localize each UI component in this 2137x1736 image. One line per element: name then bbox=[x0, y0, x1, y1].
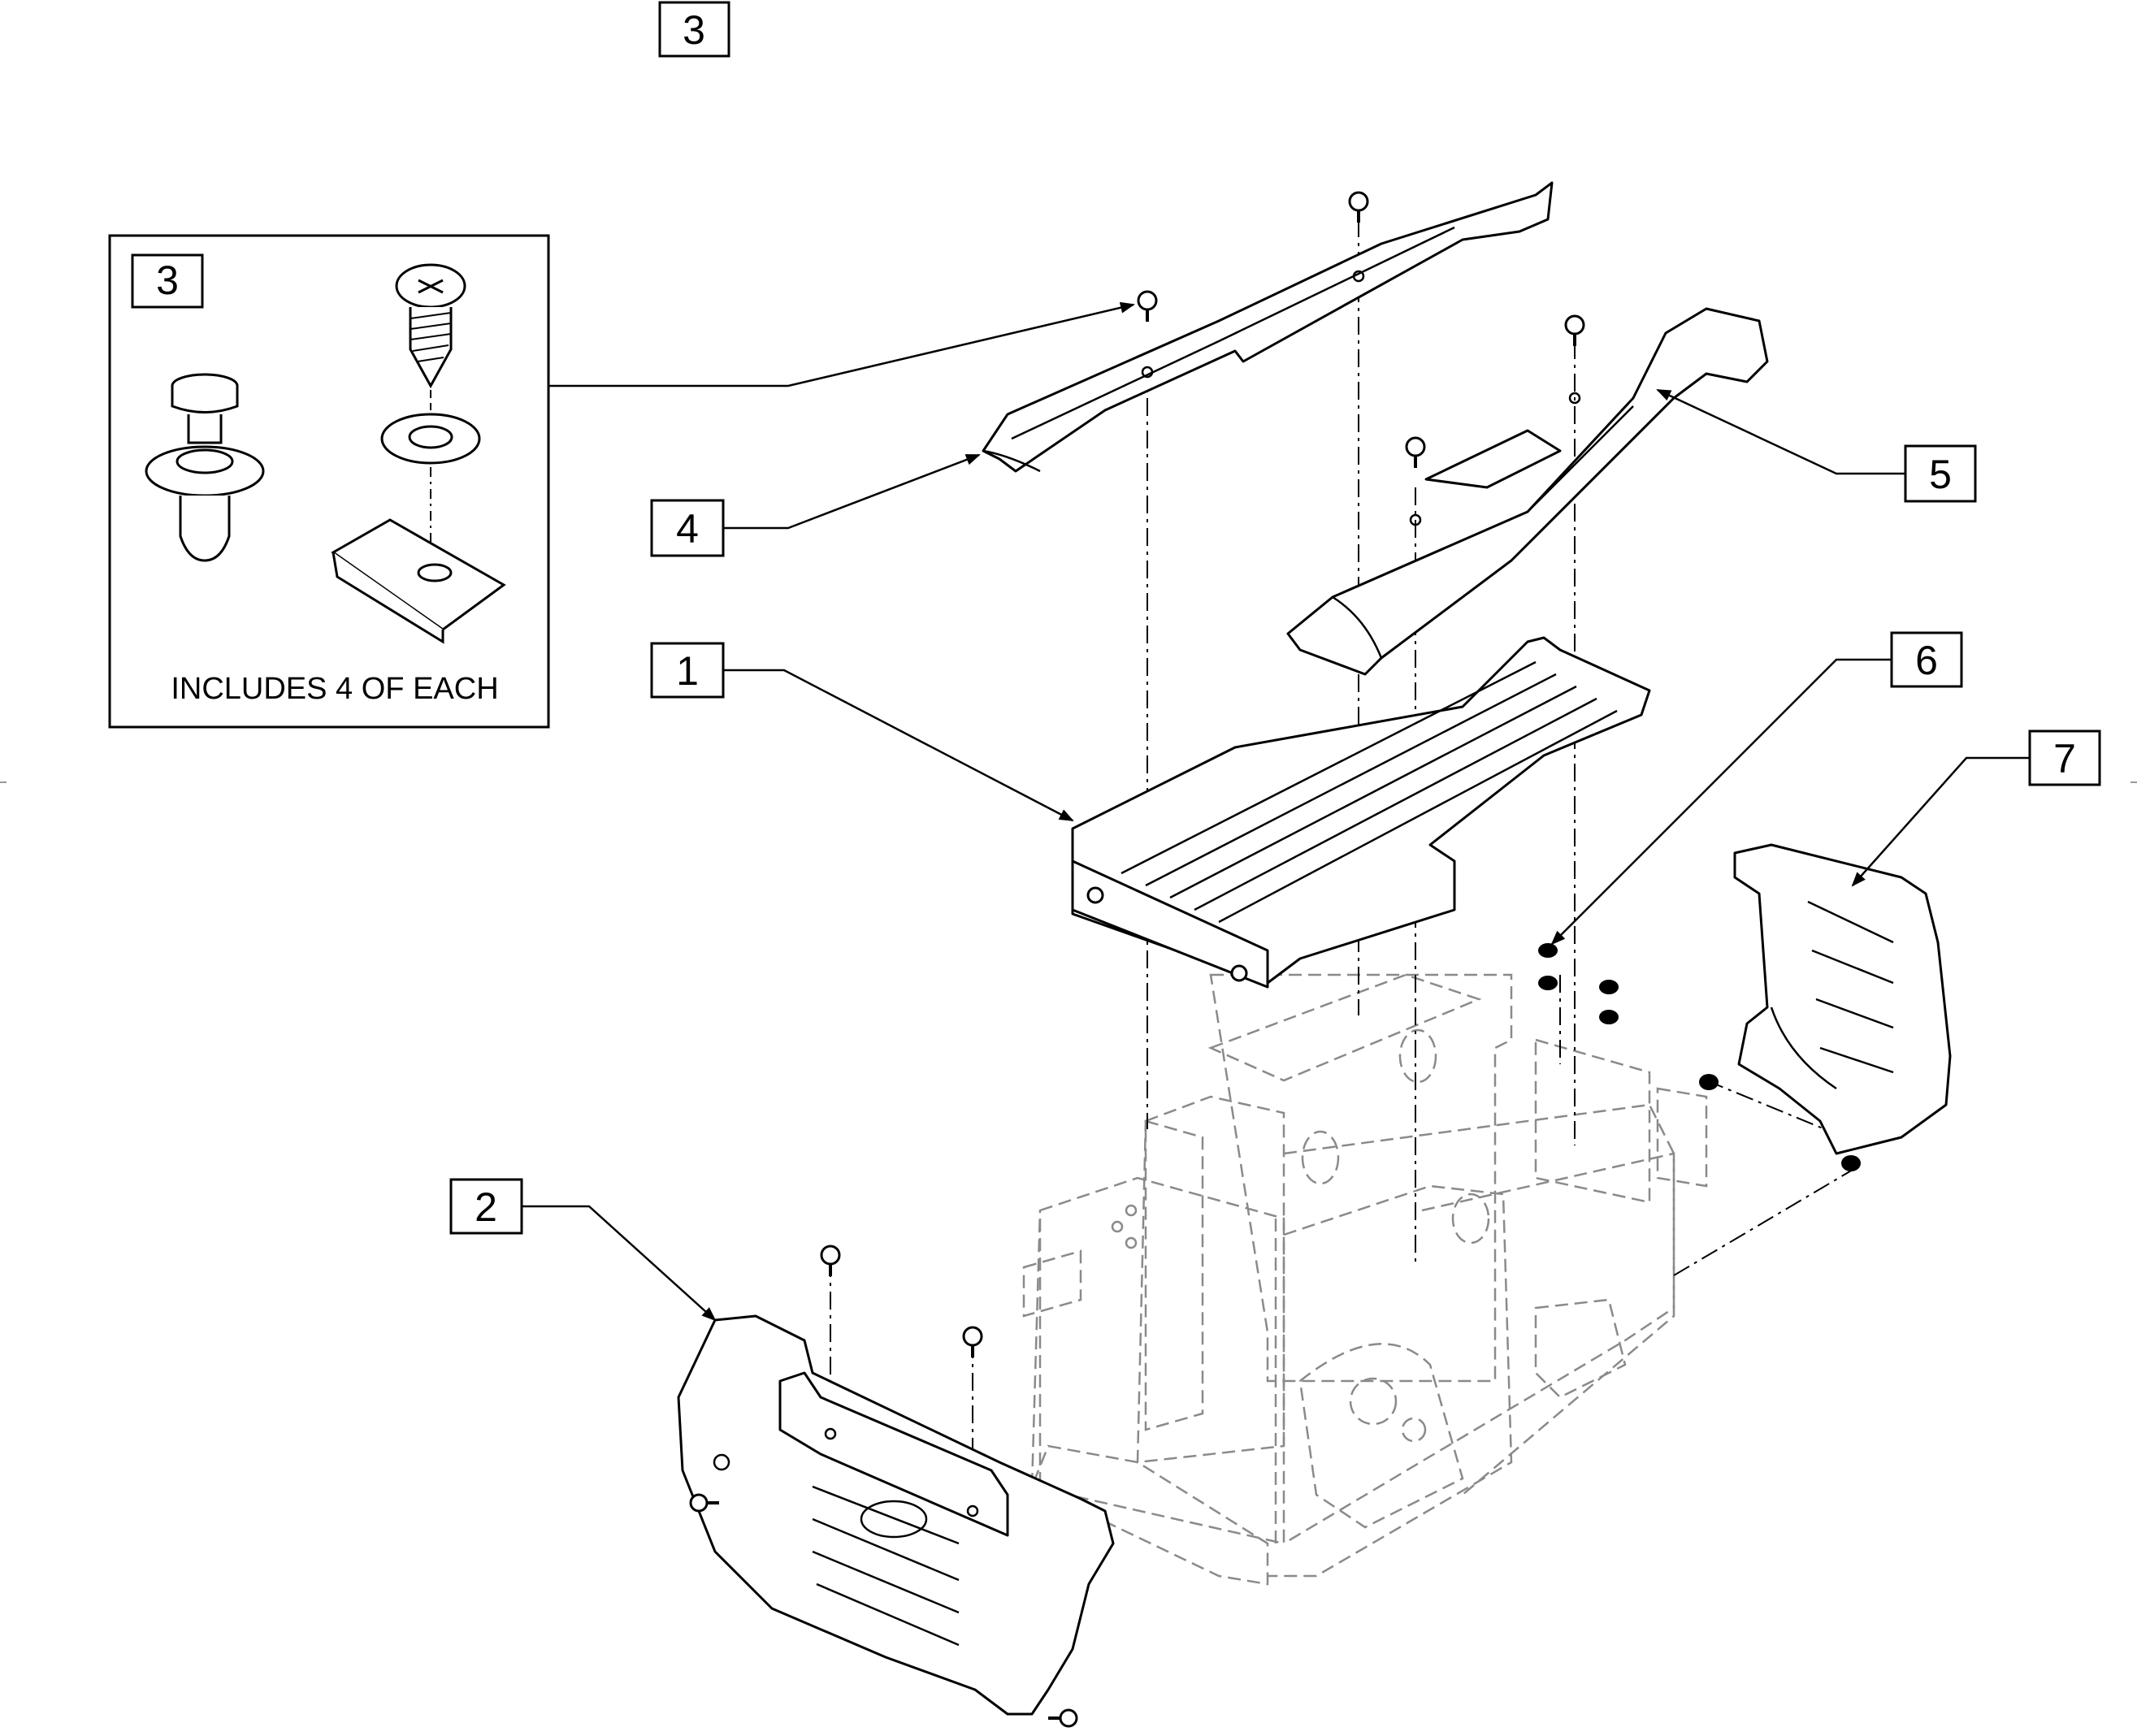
svg-text:6: 6 bbox=[1915, 638, 1938, 683]
inset-caption: INCLUDES 4 OF EACH bbox=[171, 672, 498, 706]
washer-icon bbox=[380, 413, 481, 465]
rear-shroud bbox=[1733, 843, 1952, 1155]
callout-top-3: 3 bbox=[658, 1, 730, 58]
inset-callout-label: 3 bbox=[156, 258, 179, 303]
right-side-cover bbox=[1286, 307, 1769, 676]
callout-2: 2 bbox=[449, 1178, 523, 1235]
screw-icon bbox=[395, 263, 466, 389]
fasteners bbox=[689, 191, 1585, 1728]
push-rivet-icon bbox=[145, 373, 265, 562]
callout-4: 4 bbox=[650, 499, 725, 557]
frame-assembly bbox=[1022, 973, 1708, 1586]
grommets bbox=[1538, 943, 1861, 1171]
clip-nut-icon bbox=[331, 518, 506, 644]
svg-text:3: 3 bbox=[683, 7, 705, 53]
callout-6: 6 bbox=[1890, 631, 1963, 688]
front-shroud bbox=[677, 1314, 1115, 1716]
hardware-inset: 3 INCLUDES 4 OF EACH bbox=[108, 234, 550, 729]
svg-text:4: 4 bbox=[676, 506, 699, 552]
inset-callout-box bbox=[131, 253, 204, 309]
tray-plate bbox=[1071, 636, 1651, 989]
callout-5: 5 bbox=[1904, 444, 1977, 503]
svg-text:1: 1 bbox=[676, 648, 699, 694]
svg-text:5: 5 bbox=[1929, 452, 1952, 497]
callout-7: 7 bbox=[2028, 729, 2101, 786]
callout-1: 1 bbox=[650, 642, 725, 699]
left-side-cover bbox=[982, 181, 1554, 473]
svg-text:2: 2 bbox=[475, 1184, 497, 1230]
leader-lines bbox=[522, 301, 2030, 1322]
svg-text:7: 7 bbox=[2053, 736, 2076, 781]
